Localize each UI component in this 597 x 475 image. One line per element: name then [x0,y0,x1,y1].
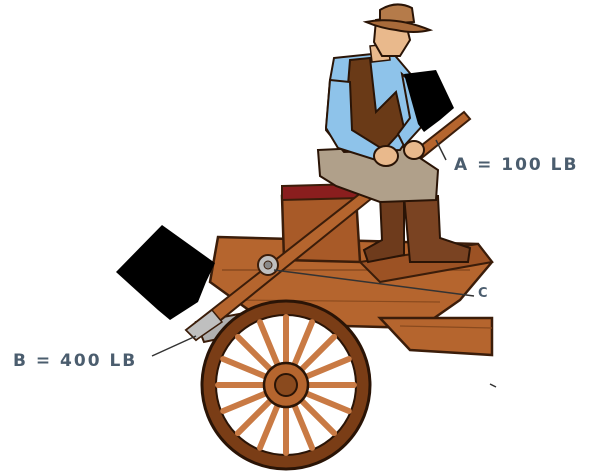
arrow-down-left-icon [116,225,215,320]
right-boot [404,196,470,262]
leader-line-b [152,336,196,356]
left-boot [364,196,404,262]
force-a-label: A = 100 LB [454,155,578,175]
tick-mark [490,384,496,387]
wagon-wheel [202,301,370,469]
bolt-icon [258,255,278,275]
pivot-c-label: C [478,286,488,301]
hand [374,146,398,166]
force-b-label: B = 400 LB [13,351,137,371]
